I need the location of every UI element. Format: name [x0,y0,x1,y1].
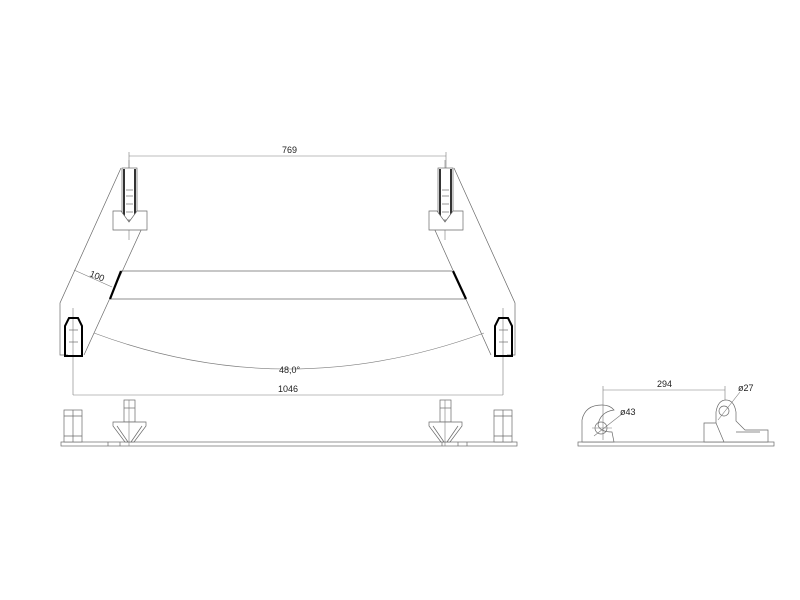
dimension-line-100 [73,269,113,288]
left-arm-outer [59,167,122,356]
left-weld [108,270,123,300]
dimension-label-769: 769 [282,145,297,155]
dimension-label-294: 294 [657,379,672,389]
right-side-post [493,409,513,443]
pin-stem [439,399,452,423]
dimension-line-43 [593,413,623,437]
cone-detail [130,425,143,443]
left-side-pin [112,399,147,446]
cone-detail [116,425,129,443]
right-weld [452,270,467,300]
detail-base-plate [577,441,775,447]
hook-outline [64,317,83,357]
pin-bracket [703,399,769,443]
pin-bore [718,405,730,417]
pin-stem [123,399,136,423]
pin-base [112,210,148,231]
pin-cone [428,421,463,443]
left-lower-hook [64,308,83,395]
right-lower-hook [494,308,513,395]
left-side-post [63,409,83,443]
dimension-line-27 [717,391,741,421]
end-detail-view: ø43 294 ø27 [577,379,775,447]
cone-detail [446,425,459,443]
base-plate [60,441,518,447]
bracket-detail [715,422,725,443]
pin-body [121,167,138,221]
cone-detail [432,425,445,443]
right-upper-pin [428,160,464,240]
hook-body [581,404,615,443]
hook-outline [494,317,513,357]
right-side-pin [428,399,463,446]
right-arm-outer [453,167,516,356]
pin-cone [112,421,147,443]
dimension-label-pin-diameter: ø27 [738,383,754,393]
dimension-label-100: 100 [88,269,106,284]
dimension-label-1046: 1046 [278,384,298,394]
pin-base [428,210,464,231]
side-view [60,399,518,447]
angle-label: 48,0° [279,365,301,375]
top-view: 769 100 [59,145,516,396]
left-upper-pin [112,160,148,240]
pin-body [437,167,454,221]
dimension-label-hook-diameter: ø43 [620,407,636,417]
angle-arc [93,332,485,370]
